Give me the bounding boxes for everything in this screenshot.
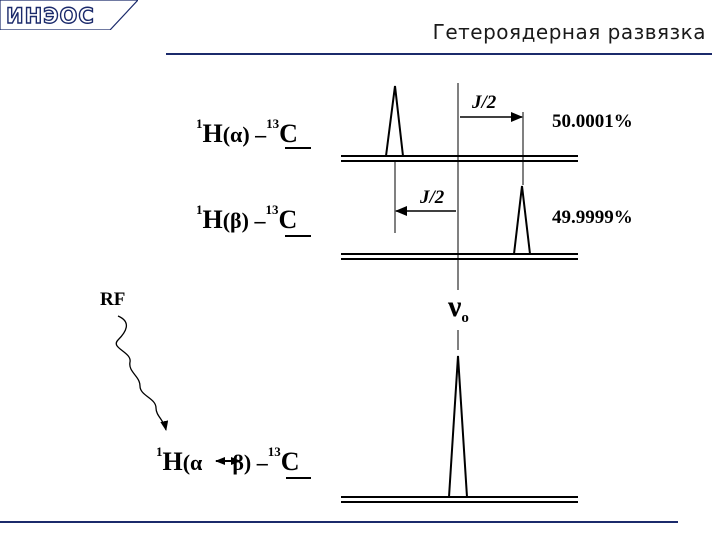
spectrum-alpha: 1H(α) –13C J/2 50.0001% (196, 85, 633, 162)
population-beta: 49.9999% (552, 207, 633, 228)
footer-divider (0, 521, 678, 523)
peak-decoupled (448, 355, 468, 498)
logo: ИНЭОС (0, 0, 139, 31)
rf-label: RF (100, 289, 125, 310)
logo-graphic: ИНЭОС (0, 0, 139, 31)
logo-text: ИНЭОС (6, 4, 95, 28)
spectrum-beta: 1H(β) –13C J/2 49.9999% (196, 185, 633, 260)
rf-wavy-arrow (115, 315, 169, 431)
spectrum-alpha-label: 1H(α) –13C (196, 116, 298, 148)
spectrum-beta-label: 1H(β) –13C (196, 202, 297, 234)
coupling-label: J/2 (419, 187, 445, 208)
peak-beta (513, 185, 531, 255)
center-frequency-label: νo (447, 290, 469, 326)
title-divider (166, 53, 712, 55)
population-alpha: 50.0001% (552, 111, 633, 132)
coupling-label: J/2 (471, 92, 497, 113)
peak-alpha (385, 85, 404, 157)
slide-title: Гетероядерная развязка (432, 20, 706, 44)
